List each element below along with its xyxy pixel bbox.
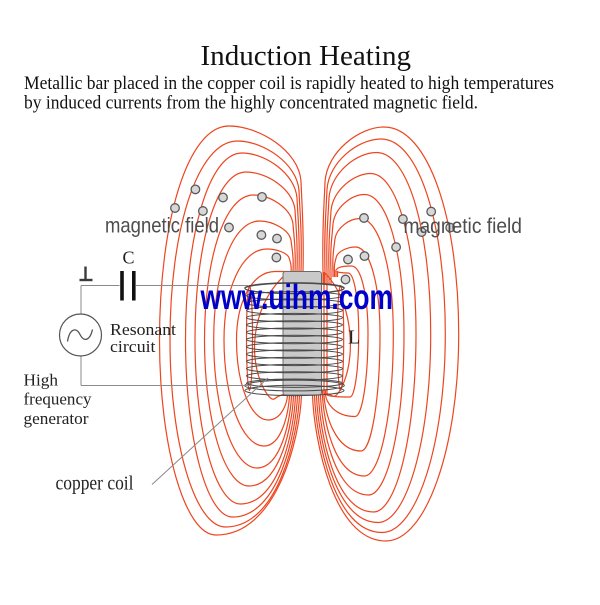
svg-text:magnetic field: magnetic field — [105, 215, 219, 238]
svg-text:C: C — [123, 248, 135, 268]
svg-text:High: High — [24, 371, 59, 390]
svg-text:by induced currents from the h: by induced currents from the highly conc… — [24, 92, 478, 113]
svg-text:magnetic field: magnetic field — [404, 215, 523, 238]
svg-text:Metallic bar placed in the cop: Metallic bar placed in the copper coil i… — [24, 73, 554, 94]
svg-text:circuit: circuit — [110, 337, 156, 356]
svg-text:frequency: frequency — [24, 390, 93, 409]
svg-text:www.uihm.com: www.uihm.com — [200, 278, 393, 317]
svg-text:Induction Heating: Induction Heating — [201, 40, 412, 72]
svg-text:Resonant: Resonant — [110, 320, 176, 339]
svg-text:generator: generator — [24, 409, 90, 428]
svg-text:copper coil: copper coil — [56, 473, 134, 495]
svg-text:L: L — [348, 327, 360, 349]
